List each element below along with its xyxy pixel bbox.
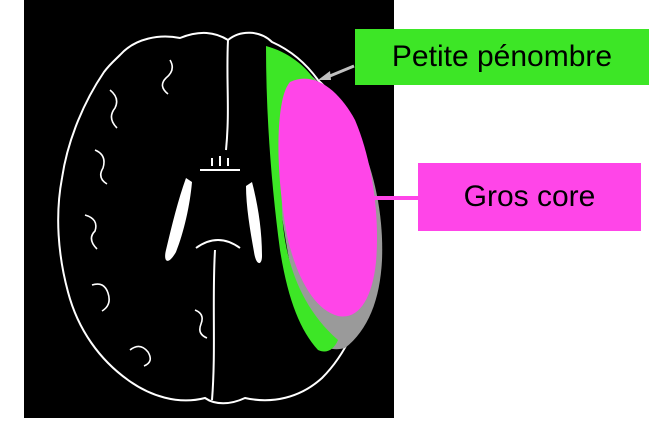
penumbra-label: Petite pénombre [355, 29, 649, 85]
core-label: Gros core [418, 163, 641, 231]
